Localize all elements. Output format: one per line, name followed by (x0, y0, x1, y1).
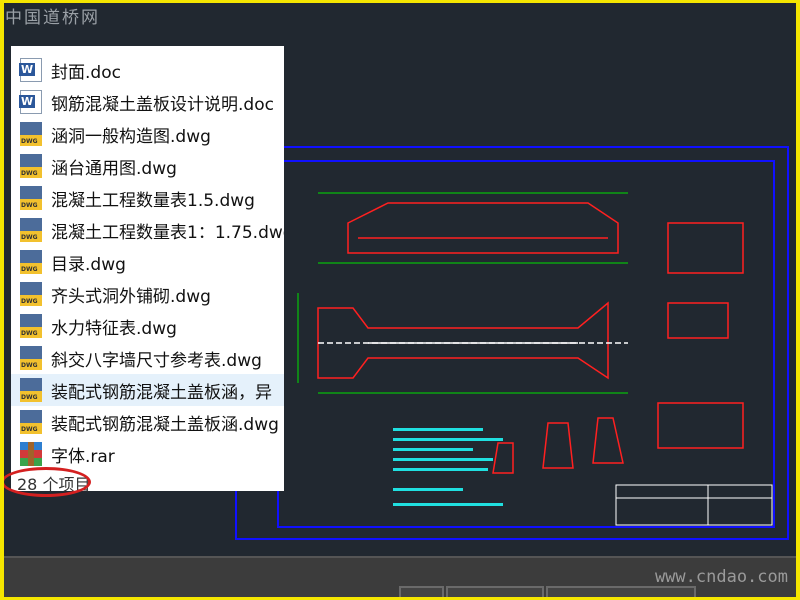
file-name: 齐头式洞外铺砌.dwg (51, 286, 211, 307)
dwg-file-icon (20, 154, 42, 178)
dwg-file-icon (20, 378, 42, 402)
file-name: 字体.rar (51, 446, 115, 467)
file-item[interactable]: 斜交八字墙尺寸参考表.dwg (11, 342, 284, 374)
file-name: 涵台通用图.dwg (51, 158, 177, 179)
dwg-file-icon (20, 282, 42, 306)
dwg-file-icon (20, 410, 42, 434)
watermark-bottom: www.cndao.com (654, 567, 788, 587)
cad-drawing (235, 146, 789, 540)
section-views (492, 222, 744, 474)
file-name: 混凝土工程数量表1：1.75.dwg (51, 222, 284, 243)
dwg-file-icon (20, 346, 42, 370)
dwg-file-icon (20, 314, 42, 338)
file-item[interactable]: 混凝土工程数量表1.5.dwg (11, 182, 284, 214)
red-highlight-circle (4, 467, 91, 497)
title-block (615, 484, 773, 526)
file-item[interactable]: 水力特征表.dwg (11, 310, 284, 342)
file-name: 装配式钢筋混凝土盖板涵.dwg (51, 414, 279, 435)
dimension-lines (297, 192, 628, 394)
drawing-inner-border (277, 160, 775, 528)
toolbar-button[interactable] (446, 586, 544, 597)
file-item-selected[interactable]: 装配式钢筋混凝土盖板涵，异 (11, 374, 284, 406)
file-item[interactable]: 字体.rar (11, 438, 284, 470)
dwg-file-icon (20, 250, 42, 274)
file-name: 封面.doc (51, 62, 121, 83)
dwg-file-icon (20, 186, 42, 210)
dwg-file-icon (20, 122, 42, 146)
file-item[interactable]: 目录.dwg (11, 246, 284, 278)
file-list-panel: 封面.doc 钢筋混凝土盖板设计说明.doc 涵洞一般构造图.dwg 涵台通用图… (11, 46, 284, 491)
rar-archive-icon (20, 442, 42, 466)
file-item[interactable]: 涵台通用图.dwg (11, 150, 284, 182)
watermark-top: 中国道桥网 (5, 8, 100, 28)
file-item[interactable]: 钢筋混凝土盖板设计说明.doc (11, 86, 284, 118)
cad-window: 中国道桥网 封面.doc 钢筋混凝土盖板设计说明.doc 涵洞一般构造图.dwg… (4, 3, 796, 597)
word-doc-icon (19, 90, 42, 114)
file-name: 涵洞一般构造图.dwg (51, 126, 211, 147)
file-item[interactable]: 齐头式洞外铺砌.dwg (11, 278, 284, 310)
plan-view (317, 301, 628, 380)
file-item[interactable]: 涵洞一般构造图.dwg (11, 118, 284, 150)
toolbar-button[interactable] (399, 586, 444, 597)
file-item[interactable]: 装配式钢筋混凝土盖板涵.dwg (11, 406, 284, 438)
file-name: 混凝土工程数量表1.5.dwg (51, 190, 255, 211)
elevation-view (347, 202, 619, 254)
word-doc-icon (19, 58, 42, 82)
dwg-file-icon (20, 218, 42, 242)
file-item[interactable]: 混凝土工程数量表1：1.75.dwg (11, 214, 284, 246)
file-name: 装配式钢筋混凝土盖板涵，异 (51, 382, 272, 403)
toolbar-button[interactable] (546, 586, 696, 597)
file-name: 钢筋混凝土盖板设计说明.doc (51, 94, 274, 115)
file-name: 目录.dwg (51, 254, 126, 275)
file-name: 斜交八字墙尺寸参考表.dwg (51, 350, 262, 371)
file-item[interactable]: 封面.doc (11, 54, 284, 86)
notes-text (393, 428, 503, 506)
file-name: 水力特征表.dwg (51, 318, 177, 339)
